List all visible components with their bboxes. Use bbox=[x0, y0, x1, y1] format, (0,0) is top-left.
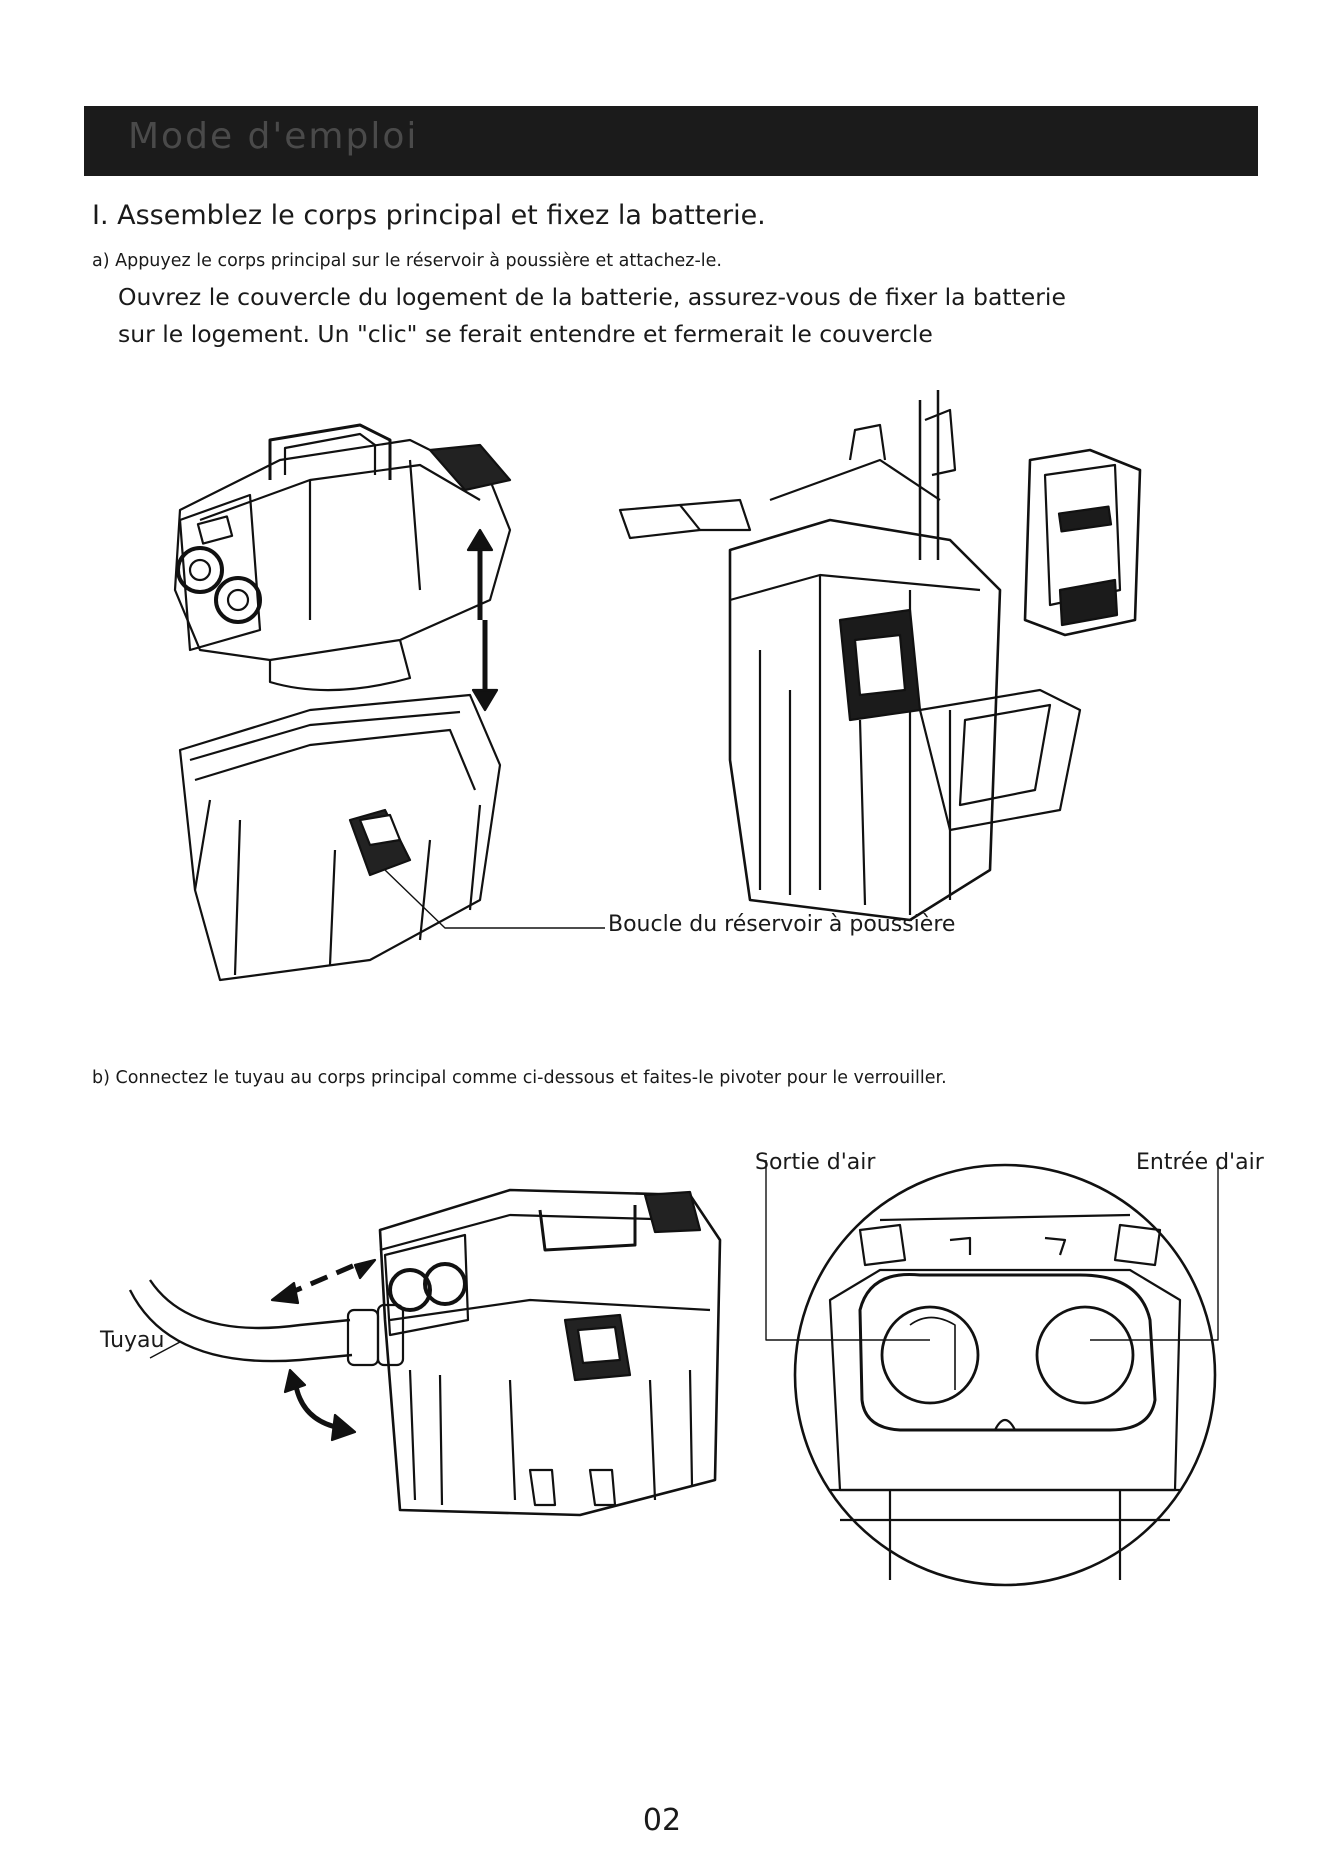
section-heading: I. Assemblez le corps principal et fixez… bbox=[92, 200, 766, 231]
step-a-title: a) Appuyez le corps principal sur le rés… bbox=[92, 251, 722, 271]
illustration-battery-insertion bbox=[620, 390, 1160, 930]
callout-tank-buckle: Boucle du réservoir à poussière bbox=[608, 912, 956, 937]
label-air-outlet: Sortie d'air bbox=[755, 1150, 876, 1175]
step-b-title: b) Connectez le tuyau au corps principal… bbox=[92, 1068, 947, 1088]
illustration-hose-connection bbox=[90, 1170, 730, 1540]
step-a-line-2: sur le logement. Un "clic" se ferait ent… bbox=[118, 320, 933, 348]
step-a-line-1: Ouvrez le couvercle du logement de la ba… bbox=[118, 283, 1066, 311]
illustration-body-and-tank bbox=[160, 420, 560, 1000]
hose-label-leader bbox=[150, 1340, 190, 1360]
label-air-inlet: Entrée d'air bbox=[1136, 1150, 1264, 1175]
header-bar: Mode d'emploi bbox=[84, 106, 1258, 176]
page-number: 02 bbox=[642, 1803, 682, 1838]
page-title: Mode d'emploi bbox=[128, 116, 419, 157]
label-hose: Tuyau bbox=[100, 1328, 165, 1353]
illustration-air-ports-detail bbox=[770, 1160, 1240, 1600]
